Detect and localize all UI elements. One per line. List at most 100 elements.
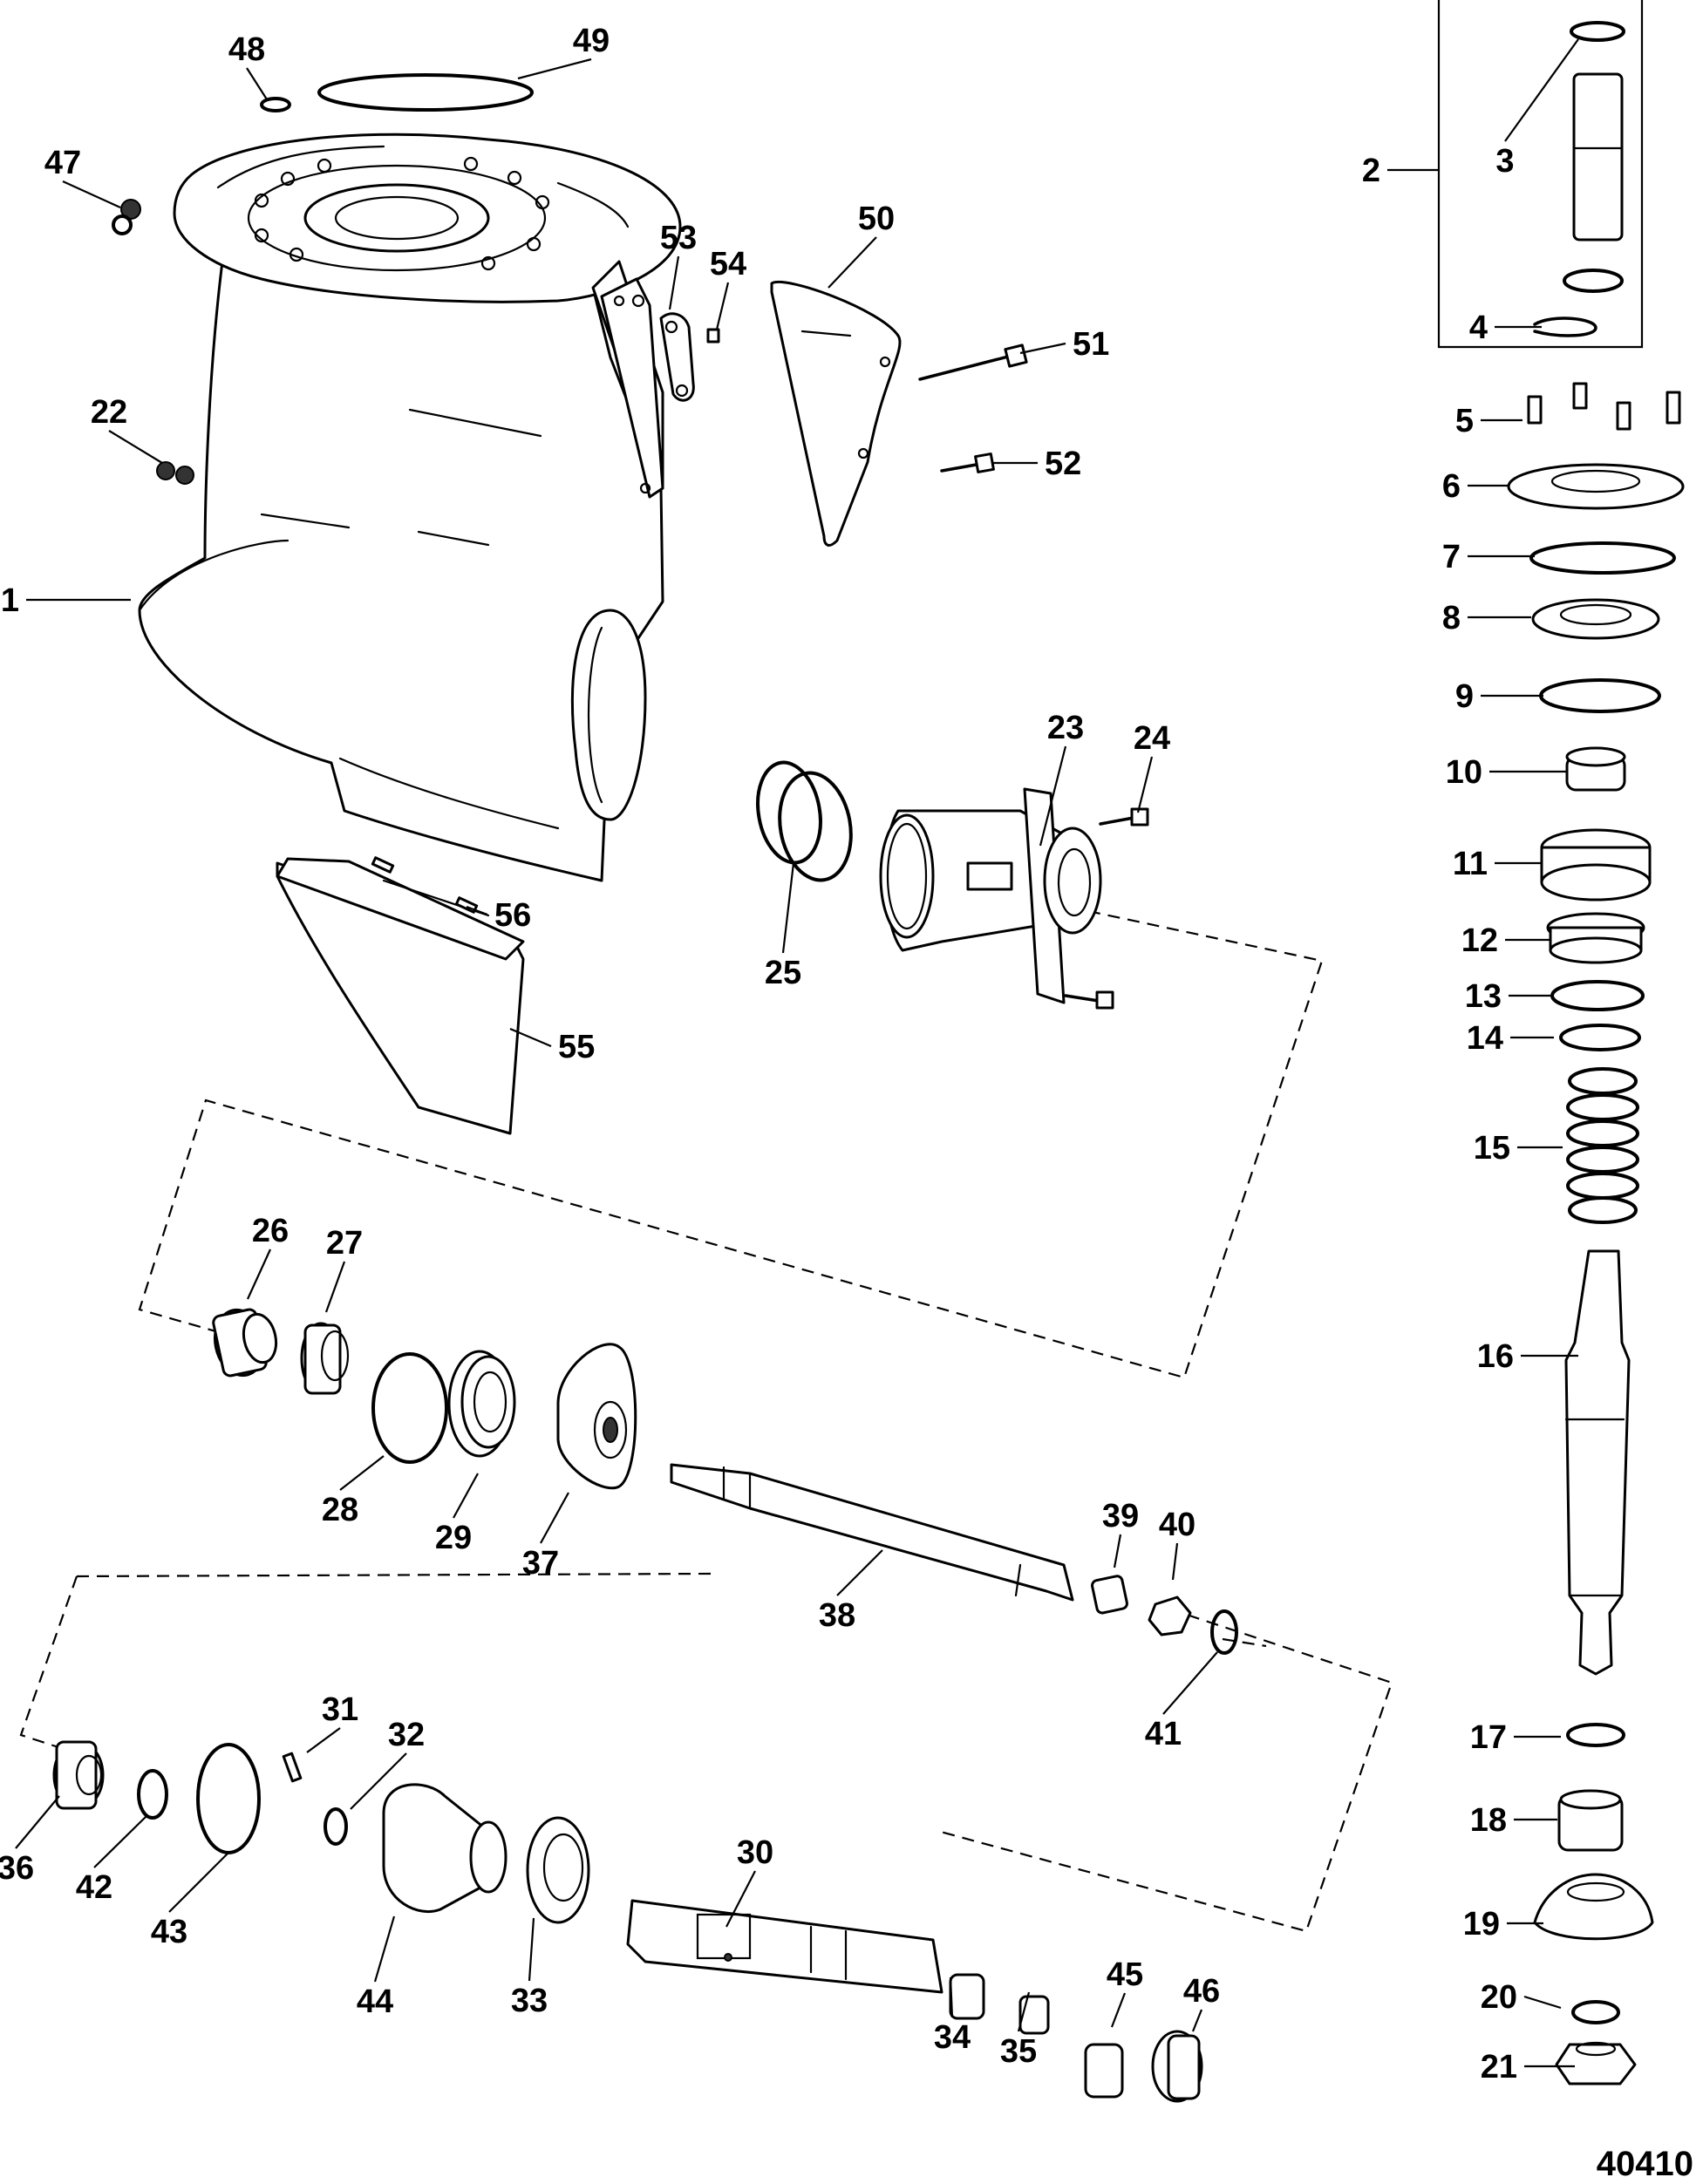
callout-1: 1	[1, 582, 19, 619]
bolts-24	[1064, 807, 1149, 1010]
callout-51: 51	[1073, 326, 1109, 363]
callout-3: 3	[1495, 143, 1514, 180]
callout-12: 12	[1461, 922, 1498, 959]
skeg	[276, 857, 525, 1135]
callout-25: 25	[765, 955, 801, 991]
shim-28	[371, 1352, 448, 1464]
figure-number: 40410	[1597, 2145, 1693, 2183]
leader-line-55	[509, 1027, 552, 1048]
bearing-29	[447, 1350, 516, 1458]
leader-line-54	[715, 282, 730, 330]
callout-7: 7	[1442, 539, 1461, 575]
callout-41: 41	[1145, 1716, 1182, 1752]
callout-10: 10	[1446, 754, 1482, 791]
bearing-26	[212, 1308, 278, 1378]
leader-line-43	[168, 1852, 229, 1913]
prop-shaft-30	[626, 1899, 943, 1994]
callout-32: 32	[388, 1717, 425, 1753]
callout-6: 6	[1442, 468, 1461, 505]
callout-35: 35	[1000, 2033, 1037, 2070]
callout-40: 40	[1159, 1507, 1196, 1543]
callout-4: 4	[1469, 310, 1488, 346]
bearing-kit-box	[1437, 0, 1644, 349]
leader-line-47	[62, 180, 121, 209]
callout-31: 31	[322, 1691, 358, 1728]
leader-line-24	[1136, 756, 1154, 813]
leader-line-25	[781, 862, 795, 954]
callout-43: 43	[151, 1914, 187, 1950]
callout-17: 17	[1470, 1719, 1507, 1756]
callout-36: 36	[0, 1850, 34, 1887]
callout-29: 29	[435, 1520, 472, 1556]
callout-33: 33	[511, 1983, 548, 2019]
leader-line-26	[246, 1248, 272, 1300]
clutch-44	[382, 1783, 507, 1914]
leader-line-50	[828, 236, 877, 289]
dashed-group-lines	[19, 909, 1393, 1933]
leader-line-40	[1171, 1542, 1179, 1581]
leader-line-48	[246, 67, 268, 100]
gear-37	[556, 1343, 637, 1490]
leader-line-38	[836, 1549, 883, 1596]
callout-44: 44	[357, 1983, 393, 2020]
leader-line-36	[15, 1795, 60, 1849]
callout-13: 13	[1465, 978, 1502, 1015]
leader-line-31	[306, 1727, 341, 1753]
leader-line-35	[1017, 1991, 1031, 2032]
fitting-47	[112, 199, 141, 235]
callout-11: 11	[1453, 846, 1488, 882]
callout-42: 42	[76, 1869, 112, 1906]
callout-15: 15	[1474, 1130, 1510, 1167]
callout-49: 49	[573, 23, 610, 59]
callout-16: 16	[1477, 1338, 1514, 1375]
o-rings-25	[756, 760, 853, 882]
callout-8: 8	[1442, 600, 1461, 636]
leader-line-41	[1162, 1651, 1218, 1715]
leader-line-51	[1019, 342, 1066, 355]
bearing-36	[52, 1740, 105, 1810]
screws-5	[1527, 382, 1681, 431]
leader-line-32	[350, 1752, 407, 1810]
leader-line-49	[517, 58, 592, 80]
bushing-34	[949, 1973, 985, 2020]
callout-56: 56	[494, 897, 531, 934]
washer-48	[260, 97, 291, 112]
callout-37: 37	[522, 1545, 559, 1582]
leader-line-39	[1113, 1534, 1122, 1568]
callout-5: 5	[1455, 403, 1474, 439]
o-ring-43	[196, 1743, 261, 1854]
link-53	[659, 312, 695, 402]
spring-15	[1566, 1067, 1639, 1224]
callout-48: 48	[228, 31, 265, 68]
callout-18: 18	[1470, 1802, 1507, 1839]
callout-52: 52	[1045, 446, 1081, 482]
bearing-33	[526, 1816, 590, 1924]
leader-line-46	[1191, 2009, 1203, 2032]
ring-32	[324, 1807, 348, 1846]
leader-line-34	[949, 1976, 954, 2018]
callout-28: 28	[322, 1492, 358, 1528]
callout-27: 27	[326, 1225, 363, 1262]
bolt-51	[918, 344, 1028, 381]
nut-40	[1148, 1595, 1192, 1636]
leader-line-42	[93, 1815, 147, 1868]
leader-line-44	[373, 1915, 396, 1983]
leader-line-29	[453, 1473, 479, 1519]
o-ring-49	[317, 73, 534, 112]
callout-38: 38	[819, 1597, 855, 1634]
bearing-carrier-23	[879, 787, 1102, 1004]
callout-55: 55	[558, 1029, 595, 1065]
washer-41	[1210, 1609, 1238, 1655]
callout-39: 39	[1102, 1498, 1139, 1534]
callout-2: 2	[1362, 153, 1380, 189]
washer-45	[1084, 2043, 1124, 2099]
leader-line-33	[528, 1917, 535, 1982]
callout-45: 45	[1107, 1956, 1143, 1993]
leader-line-56	[466, 905, 488, 916]
callout-21: 21	[1481, 2049, 1517, 2085]
fitting-22	[156, 461, 194, 485]
leader-line-28	[339, 1455, 385, 1491]
callout-20: 20	[1481, 1979, 1517, 2016]
